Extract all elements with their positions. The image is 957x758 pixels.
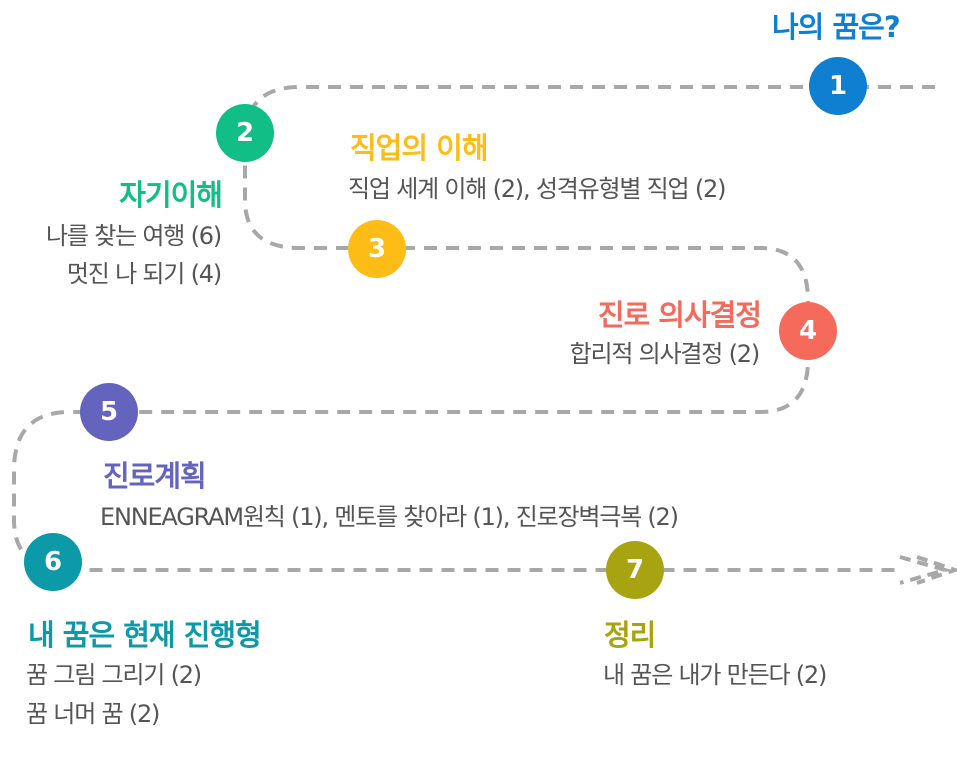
step-5-item-1: ENNEAGRAM원칙 (1), 멘토를 찾아라 (1), 진로장벽극복 (2)	[100, 503, 679, 531]
step-node-5: 5	[80, 383, 138, 441]
step-node-4: 4	[779, 302, 837, 360]
step-4-item-1: 합리적 의사결정 (2)	[569, 340, 761, 368]
step-4-title: 진로 의사결정	[597, 298, 762, 332]
step-node-6: 6	[24, 533, 82, 591]
step-2-title: 자기이해	[119, 178, 223, 212]
step-node-3: 3	[348, 220, 406, 278]
step-2-item-1: 나를 찾는 여행 (6)	[46, 222, 222, 250]
step-3-item-1: 직업 세계 이해 (2), 성격유형별 직업 (2)	[348, 175, 726, 203]
main-title: 나의 꿈은?	[772, 10, 901, 44]
step-7-title: 정리	[604, 618, 656, 652]
step-6-item-2: 꿈 너머 꿈 (2)	[26, 700, 160, 728]
step-7-item-1: 내 꿈은 내가 만든다 (2)	[603, 661, 827, 689]
step-6-title: 내 꿈은 현재 진행형	[28, 618, 262, 652]
step-2-item-2: 멋진 나 되기 (4)	[66, 260, 222, 288]
step-3-title: 직업의 이해	[350, 131, 488, 165]
step-node-1: 1	[809, 57, 867, 115]
step-5-title: 진로계획	[103, 459, 207, 493]
step-node-2: 2	[216, 104, 274, 162]
step-node-7: 7	[606, 541, 664, 599]
step-6-item-1: 꿈 그림 그리기 (2)	[26, 661, 202, 689]
arrow-head-icon	[899, 555, 957, 585]
